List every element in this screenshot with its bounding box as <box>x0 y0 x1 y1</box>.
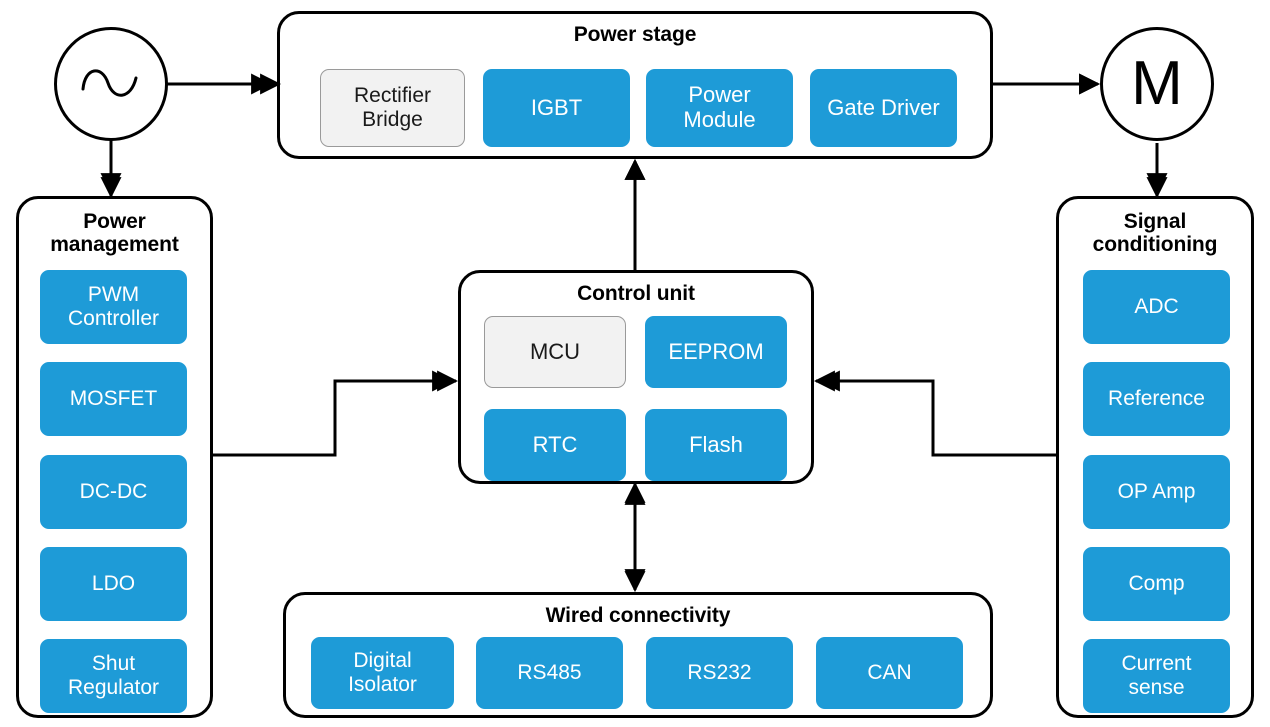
block-ldo-label: LDO <box>91 572 136 596</box>
block-op-amp-label: OP Amp <box>1117 480 1196 504</box>
block-gate-driver[interactable]: Gate Driver <box>810 69 957 147</box>
motor-symbol[interactable]: M <box>1100 27 1214 141</box>
block-rectifier-bridge[interactable]: Rectifier Bridge <box>320 69 465 147</box>
block-rtc-label: RTC <box>532 431 578 457</box>
motor-label: M <box>1131 49 1183 118</box>
block-rs232[interactable]: RS232 <box>646 637 793 709</box>
panel-power-stage-title: Power stage <box>573 23 697 46</box>
block-comp[interactable]: Comp <box>1083 547 1230 621</box>
panel-power-management-title-line1: Power <box>83 210 146 233</box>
block-current-sense-line1: Current <box>1121 652 1192 676</box>
block-rectifier-bridge-line1: Rectifier <box>353 84 432 108</box>
block-rectifier-bridge-line2: Bridge <box>362 108 423 131</box>
panel-control-unit[interactable]: Control unit MCU EEPROM RTC Flash <box>458 270 814 484</box>
block-eeprom[interactable]: EEPROM <box>645 316 787 388</box>
block-digital-isolator-line2: Isolator <box>348 673 417 696</box>
block-rs232-label: RS232 <box>687 661 752 685</box>
block-pwm-controller-line2: Controller <box>67 307 160 330</box>
block-digital-isolator[interactable]: Digital Isolator <box>311 637 454 709</box>
block-shut-regulator-line1: Shut <box>91 652 136 676</box>
block-rs485[interactable]: RS485 <box>476 637 623 709</box>
block-shut-regulator-line2: Regulator <box>67 676 160 699</box>
panel-wired-connectivity-title: Wired connectivity <box>545 604 731 627</box>
block-mosfet-label: MOSFET <box>69 387 158 411</box>
block-gate-driver-label: Gate Driver <box>827 94 940 120</box>
block-mosfet[interactable]: MOSFET <box>40 362 187 436</box>
wire-power-management-to-control-unit <box>213 370 454 457</box>
block-current-sense[interactable]: Current sense <box>1083 639 1230 713</box>
block-flash-label: Flash <box>689 431 743 457</box>
panel-control-unit-title: Control unit <box>577 282 695 305</box>
block-adc[interactable]: ADC <box>1083 270 1230 344</box>
block-igbt-label: IGBT <box>530 94 583 120</box>
panel-power-management-title-line2: management <box>50 232 179 256</box>
panel-signal-conditioning-title: Signal conditioning <box>1059 210 1251 256</box>
panel-power-management[interactable]: Power management PWM Controller MOSFET D… <box>16 196 213 718</box>
block-current-sense-line2: sense <box>1128 676 1185 699</box>
block-digital-isolator-line1: Digital <box>353 649 412 673</box>
block-op-amp[interactable]: OP Amp <box>1083 455 1230 529</box>
panel-signal-conditioning[interactable]: Signal conditioning ADC Reference OP Amp… <box>1056 196 1254 718</box>
panel-power-management-title: Power management <box>19 210 210 256</box>
block-reference-label: Reference <box>1108 387 1205 411</box>
block-pwm-controller-line1: PWM <box>87 283 140 307</box>
block-rtc[interactable]: RTC <box>484 409 626 481</box>
block-dc-dc-label: DC-DC <box>79 480 148 504</box>
block-comp-label: Comp <box>1128 572 1185 596</box>
block-can[interactable]: CAN <box>816 637 963 709</box>
panel-wired-connectivity[interactable]: Wired connectivity Digital Isolator RS48… <box>283 592 993 718</box>
block-mcu-label: MCU <box>529 338 581 364</box>
block-mcu[interactable]: MCU <box>484 316 626 388</box>
block-pwm-controller[interactable]: PWM Controller <box>40 270 187 344</box>
block-flash[interactable]: Flash <box>645 409 787 481</box>
panel-signal-conditioning-title-line2: conditioning <box>1092 232 1218 256</box>
block-reference[interactable]: Reference <box>1083 362 1230 436</box>
wire-signal-conditioning-to-control-unit <box>818 370 1056 457</box>
ac-source-symbol[interactable] <box>54 27 168 141</box>
block-eeprom-label: EEPROM <box>668 338 764 364</box>
block-power-module-line2: Module <box>683 107 756 132</box>
block-rs485-label: RS485 <box>517 661 582 685</box>
block-dc-dc[interactable]: DC-DC <box>40 455 187 529</box>
block-adc-label: ADC <box>1134 295 1179 319</box>
block-power-module[interactable]: Power Module <box>646 69 793 147</box>
block-igbt[interactable]: IGBT <box>483 69 630 147</box>
block-ldo[interactable]: LDO <box>40 547 187 621</box>
panel-power-stage[interactable]: Power stage Rectifier Bridge IGBT Power … <box>277 11 993 159</box>
block-shut-regulator[interactable]: Shut Regulator <box>40 639 187 713</box>
block-can-label: CAN <box>867 661 912 685</box>
panel-signal-conditioning-title-line1: Signal <box>1123 210 1187 233</box>
sine-wave-icon <box>81 69 138 97</box>
block-power-module-line1: Power <box>688 82 751 108</box>
